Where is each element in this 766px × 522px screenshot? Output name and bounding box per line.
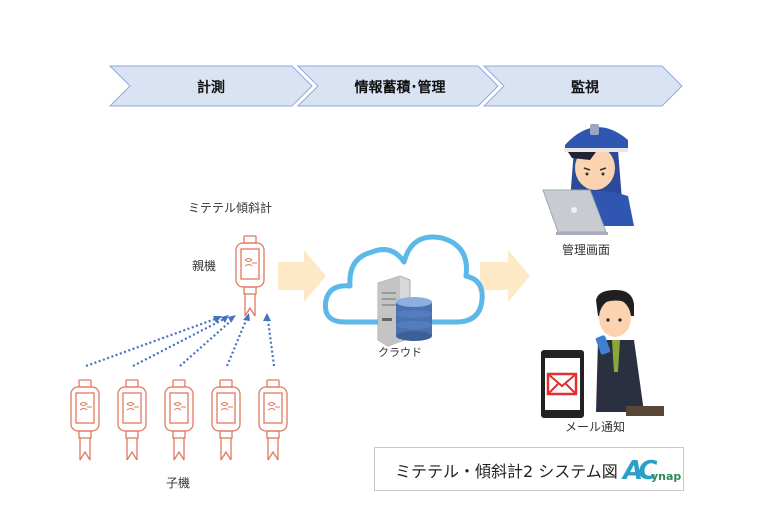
chevron-step-1 [108, 65, 313, 107]
dotted-arrow-4 [225, 317, 249, 367]
step-label-measure: 計測 [197, 80, 225, 96]
child-device-label: 子機 [166, 476, 191, 490]
chevron-step-3 [482, 65, 683, 107]
flow-arrow-1 [278, 250, 326, 302]
database-icon [396, 297, 432, 341]
mail-notification-label: メール通知 [565, 420, 626, 434]
parent-device-label: 親機 [192, 259, 217, 273]
diagram-title-box: ミテテル・傾斜計2 システム図 AC ynap [374, 447, 684, 491]
child-device-icon [211, 379, 241, 461]
arrowhead-5 [263, 313, 271, 321]
admin-screen-label: 管理画面 [562, 243, 611, 257]
cloud-label: クラウド [378, 346, 422, 359]
arrowhead-2 [221, 315, 229, 323]
businessman-icon [595, 290, 664, 416]
dotted-arrow-2 [132, 317, 227, 367]
parent-device-icon [235, 235, 265, 317]
police-officer-icon [542, 124, 634, 235]
child-device-icon [258, 379, 288, 461]
logo-text-main: AC [623, 456, 657, 486]
arrowhead-3 [228, 315, 236, 323]
child-device-icon [164, 379, 194, 461]
dotted-arrow-5 [266, 319, 276, 367]
child-device-icon [70, 379, 100, 461]
arrowhead-1 [213, 316, 222, 323]
step-label-monitor: 監視 [571, 80, 599, 96]
chevron-step-2 [296, 65, 499, 107]
dotted-arrow-1 [85, 316, 219, 368]
step-label-store-manage: 情報蓄積･管理 [354, 80, 446, 96]
arrowhead-4 [243, 313, 250, 321]
logo-text-sub: ynap [651, 470, 682, 483]
flow-arrow-2 [480, 250, 530, 302]
diagram-title: ミテテル・傾斜計2 システム図 [395, 462, 618, 481]
smartphone-icon [541, 350, 584, 418]
dotted-arrow-3 [179, 318, 234, 367]
child-device-icon [117, 379, 147, 461]
device-name-label: ミテテル傾斜計 [188, 201, 273, 215]
